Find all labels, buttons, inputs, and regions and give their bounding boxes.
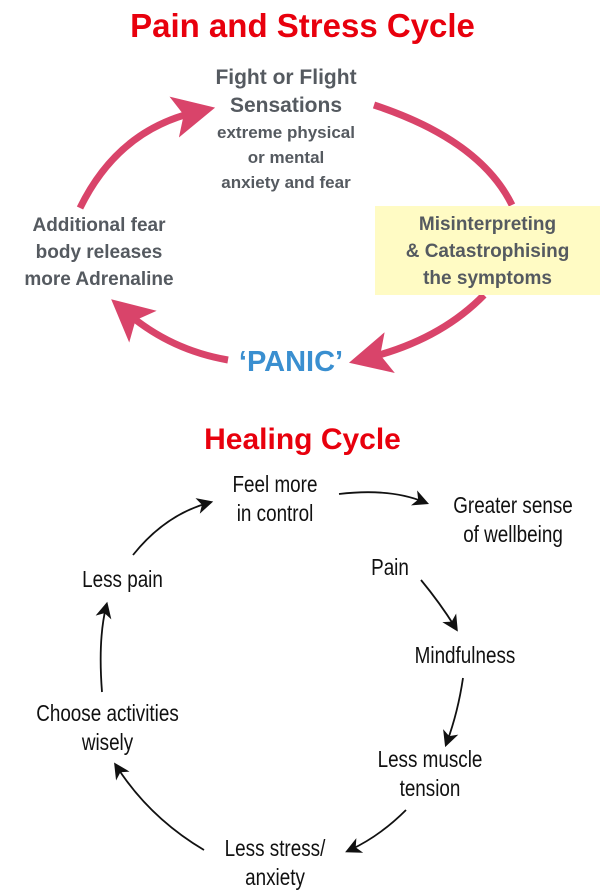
fight-sub-line-2: or mental	[247, 148, 325, 167]
arrow-control-to-wellbeing	[338, 490, 429, 506]
arrow-misinterpreting-to-panic	[348, 292, 487, 373]
tension-line-2: tension	[399, 775, 461, 801]
wellbeing-line-1: Greater sense	[453, 492, 573, 518]
less-pain-line-1: Less pain	[82, 566, 163, 592]
misinterpreting-line-3: the symptoms	[423, 268, 552, 289]
wellbeing-line-2: of wellbeing	[463, 521, 563, 547]
stress-line-2: anxiety	[245, 864, 305, 890]
arrow-activities-to-less-pain	[95, 601, 112, 693]
misinterpreting-line-1: Misinterpreting	[418, 214, 557, 235]
fight-sub-line-1: extreme physical	[217, 123, 355, 142]
arrow-fight-to-misinterpreting	[372, 101, 516, 207]
node-less-stress: Less stress/ anxiety	[214, 834, 337, 892]
node-mindfulness: Mindfulness	[399, 641, 530, 670]
arrow-stress-to-activities	[114, 762, 205, 851]
adrenaline-line-2: body releases	[35, 242, 163, 263]
stress-line-1: Less stress/	[224, 835, 326, 861]
node-feel-more-in-control: Feel more in control	[214, 470, 337, 528]
fight-heading-line-1: Fight or Flight	[215, 66, 357, 89]
arrow-tension-to-stress	[345, 809, 407, 853]
node-panic: ‘PANIC’	[238, 346, 344, 378]
arrow-panic-to-adrenaline	[111, 299, 229, 364]
node-fight-or-flight: Fight or Flight Sensations extreme physi…	[186, 64, 386, 195]
node-choose-activities: Choose activities wisely	[23, 699, 191, 757]
node-pain: Pain	[357, 553, 423, 582]
activities-line-1: Choose activities	[36, 700, 179, 726]
node-adrenaline: Additional fear body releases more Adren…	[0, 212, 198, 293]
misinterpreting-line-2: & Catastrophising	[405, 241, 570, 262]
tension-line-1: Less muscle	[377, 746, 483, 772]
control-line-2: in control	[236, 500, 314, 526]
arrow-less-pain-to-control	[132, 498, 214, 556]
arrow-pain-to-mindfulness	[420, 579, 458, 632]
node-less-muscle-tension: Less muscle tension	[364, 745, 495, 803]
fight-heading-line-2: Sensations	[229, 94, 343, 117]
pain-line-1: Pain	[371, 554, 409, 580]
control-line-1: Feel more	[232, 471, 318, 497]
mindfulness-line-1: Mindfulness	[414, 642, 516, 668]
healing-cycle-title: Healing Cycle	[204, 423, 401, 456]
arrow-adrenaline-to-fight	[76, 96, 216, 210]
adrenaline-line-1: Additional fear	[32, 215, 166, 236]
node-less-pain: Less pain	[67, 565, 178, 594]
fight-sub-line-3: anxiety and fear	[221, 173, 351, 192]
node-greater-sense: Greater sense of wellbeing	[435, 491, 591, 549]
stress-cycle-title: Pain and Stress Cycle	[130, 7, 475, 44]
adrenaline-line-3: more Adrenaline	[24, 269, 174, 290]
arrow-mindfulness-to-tension	[443, 677, 464, 748]
node-misinterpreting: Misinterpreting & Catastrophising the sy…	[375, 206, 600, 295]
activities-line-2: wisely	[81, 729, 134, 755]
